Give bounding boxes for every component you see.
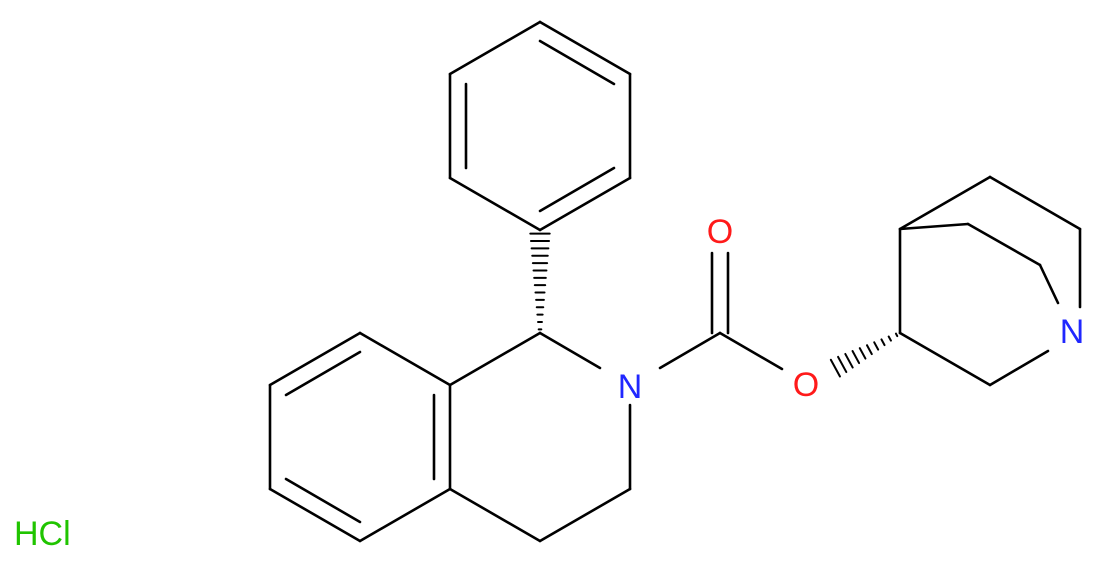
bond bbox=[898, 222, 970, 231]
isoquinoline-ring bbox=[268, 331, 632, 543]
hash-stroke bbox=[844, 352, 854, 369]
hash-stroke bbox=[894, 332, 899, 338]
oxygen-atom-label: O bbox=[707, 213, 733, 251]
bond-inner bbox=[538, 166, 616, 213]
bond bbox=[358, 487, 452, 543]
bond bbox=[538, 176, 632, 232]
stereo-hash-bond bbox=[829, 332, 899, 378]
oxygen-atom-label: O bbox=[793, 366, 819, 404]
bond bbox=[448, 176, 542, 232]
bond bbox=[1038, 263, 1060, 305]
bond bbox=[898, 175, 992, 231]
hash-stroke bbox=[865, 344, 873, 356]
bond-inner bbox=[284, 477, 362, 524]
hash-stroke bbox=[873, 341, 880, 351]
bond bbox=[538, 20, 632, 76]
hash-stroke bbox=[880, 338, 886, 347]
nitrogen-atom-label: N bbox=[618, 368, 643, 406]
bond-inner bbox=[538, 39, 616, 86]
hash-stroke bbox=[829, 358, 841, 378]
quinuclidine-cage bbox=[898, 175, 1082, 387]
hash-stroke bbox=[851, 350, 861, 365]
bond bbox=[966, 222, 1042, 267]
bond bbox=[988, 349, 1050, 387]
stereo-hash-bond bbox=[529, 232, 551, 331]
carbamate-group bbox=[658, 251, 784, 371]
bond-inner bbox=[284, 350, 362, 397]
phenyl-ring bbox=[448, 20, 632, 232]
bond bbox=[718, 331, 784, 371]
bond bbox=[898, 331, 992, 387]
salt-label: HCl bbox=[14, 515, 71, 553]
hash-stroke bbox=[858, 347, 867, 360]
bond bbox=[358, 331, 452, 387]
bond bbox=[268, 487, 362, 543]
bond bbox=[538, 487, 632, 543]
bond bbox=[448, 331, 542, 387]
bond bbox=[448, 487, 542, 543]
bond bbox=[268, 331, 362, 387]
hash-stroke bbox=[887, 335, 892, 342]
hash-stroke bbox=[837, 355, 848, 374]
bond bbox=[658, 331, 722, 370]
bond bbox=[448, 20, 542, 76]
bond bbox=[988, 175, 1082, 231]
nitrogen-atom-label: N bbox=[1060, 313, 1085, 351]
bond bbox=[538, 331, 602, 370]
